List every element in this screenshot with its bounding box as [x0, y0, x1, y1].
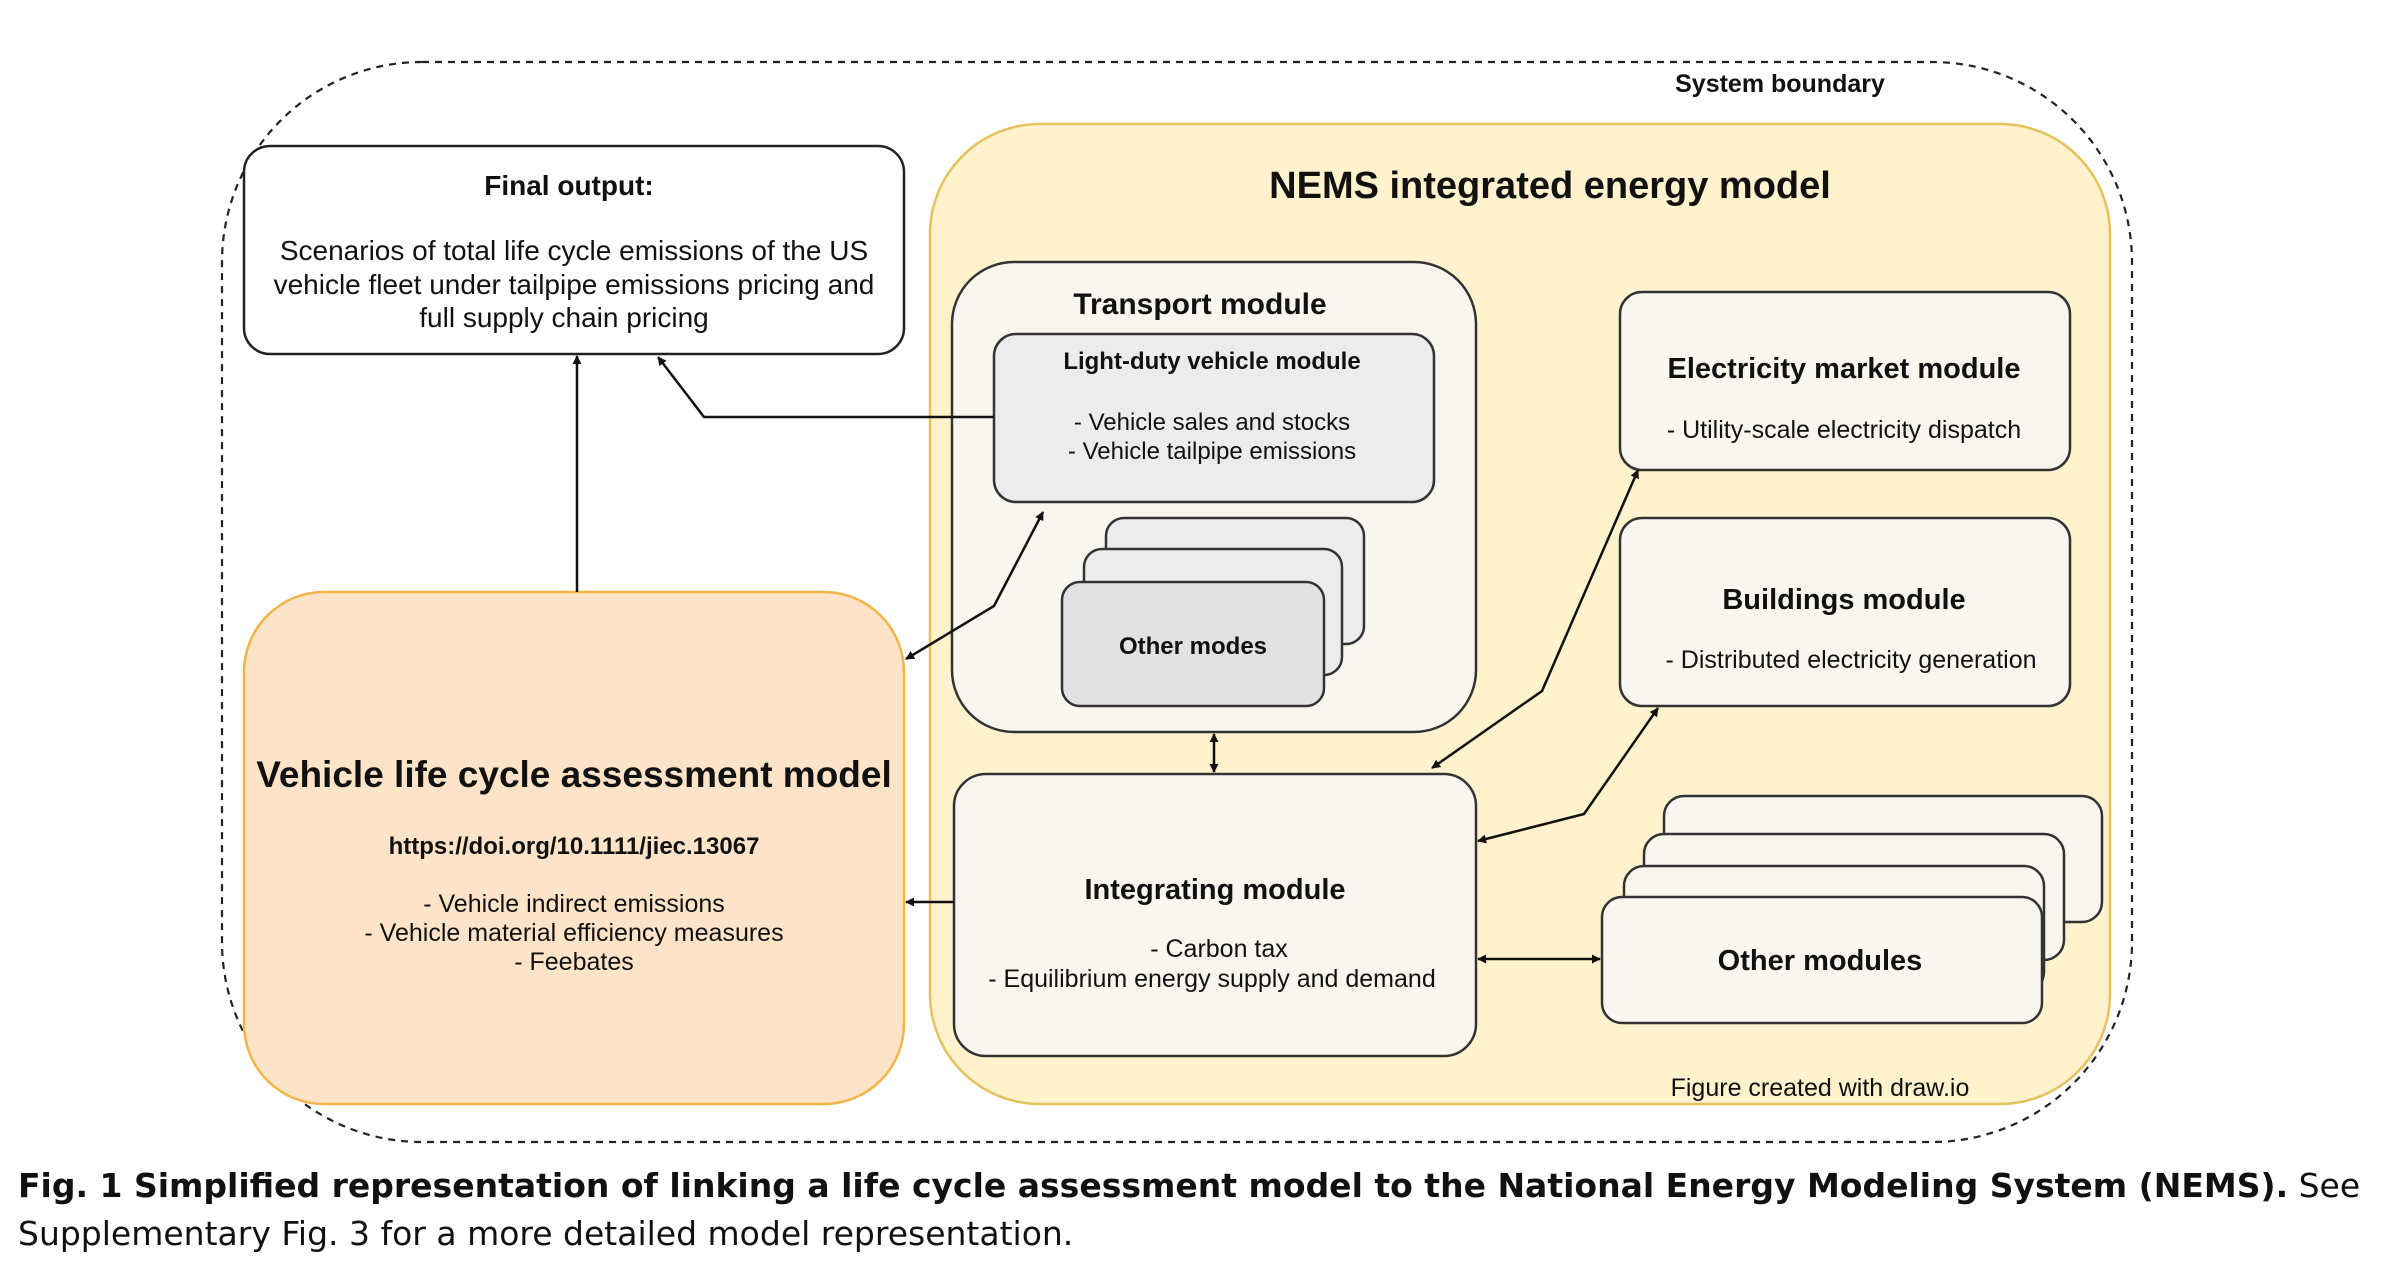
final-output-line: vehicle fleet under tailpipe emissions p… [274, 269, 875, 300]
integrating-module-line: - Carbon tax [1150, 935, 1288, 963]
lca-model-title: Vehicle life cycle assessment model [256, 754, 892, 795]
caption-text: See Supplementary Fig. 3 for a more deta… [18, 1166, 2361, 1253]
final-output-title: Final output: [484, 170, 654, 201]
arrow-buildings-integrating-bidirectional [1477, 707, 1660, 844]
system-boundary-label: System boundary [1675, 70, 1885, 98]
arrow-ldv-lca-bidirectional [905, 511, 1045, 661]
lca-model-line: - Vehicle material efficiency measures [364, 919, 783, 947]
lca-model-doi: https://doi.org/10.1111/jiec.13067 [389, 833, 760, 860]
figure-caption: Fig. 1 Simplified representation of link… [18, 1162, 2378, 1258]
drawio-credit: Figure created with draw.io [1671, 1074, 1970, 1102]
other-modules-card-front [1600, 895, 2044, 1025]
transport-module-title: Transport module [1073, 288, 1326, 321]
lca-model-box [242, 590, 906, 1106]
arrow-electricity-integrating-bidirectional [1431, 469, 1640, 770]
ldv-module-line: - Vehicle sales and stocks [1074, 409, 1350, 436]
other-modes-card-front [1060, 580, 1326, 708]
integrating-module-box [952, 772, 1478, 1058]
electricity-module-box [1618, 290, 2072, 472]
other-modules-label: Other modules [1718, 945, 1923, 977]
buildings-module-line: - Distributed electricity generation [1666, 646, 2037, 674]
final-output-line: Scenarios of total life cycle emissions … [280, 235, 868, 266]
ldv-module-line: - Vehicle tailpipe emissions [1068, 438, 1356, 465]
other-modes-label: Other modes [1119, 633, 1267, 660]
final-output-line: full supply chain pricing [419, 302, 709, 333]
lca-model-line: - Feebates [514, 948, 634, 976]
electricity-module-title: Electricity market module [1668, 353, 2021, 385]
integrating-module-line: - Equilibrium energy supply and demand [988, 965, 1435, 993]
buildings-module-title: Buildings module [1722, 584, 1965, 616]
nems-title: NEMS integrated energy model [1269, 165, 1831, 207]
lca-model-line: - Vehicle indirect emissions [423, 890, 725, 918]
ldv-module-title: Light-duty vehicle module [1063, 348, 1360, 375]
integrating-module-title: Integrating module [1085, 874, 1346, 906]
system-boundary [220, 60, 2134, 1144]
final-output-box [242, 144, 906, 356]
electricity-module-line: - Utility-scale electricity dispatch [1667, 416, 2021, 444]
caption-label: Fig. 1 Simplified representation of link… [18, 1166, 2289, 1205]
arrow-ldv-to-final-output [657, 356, 994, 419]
